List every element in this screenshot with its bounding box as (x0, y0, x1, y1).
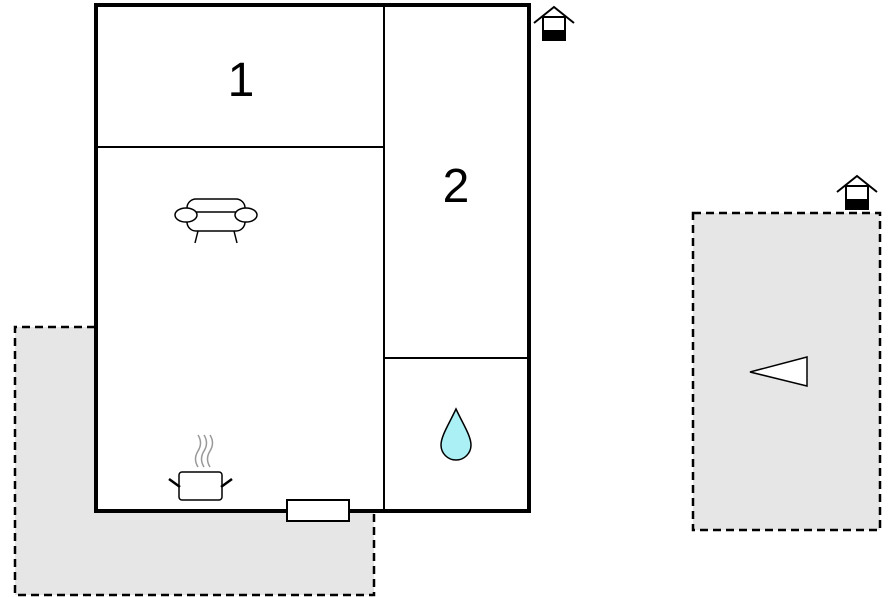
terrace-area-left (15, 327, 374, 595)
water-drop-icon (440, 407, 472, 461)
terrace-border-left (13, 325, 376, 597)
room-2-label: 2 (443, 160, 470, 213)
terrace-area-right (691, 211, 882, 532)
entrance-door (286, 499, 350, 522)
cooking-pot-icon (168, 434, 233, 501)
direction-triangle-icon (749, 356, 808, 387)
house-floor-icon (533, 5, 575, 41)
house-floor-icon (836, 174, 878, 210)
sofa-icon (174, 198, 258, 244)
room-1-label: 1 (228, 54, 255, 107)
